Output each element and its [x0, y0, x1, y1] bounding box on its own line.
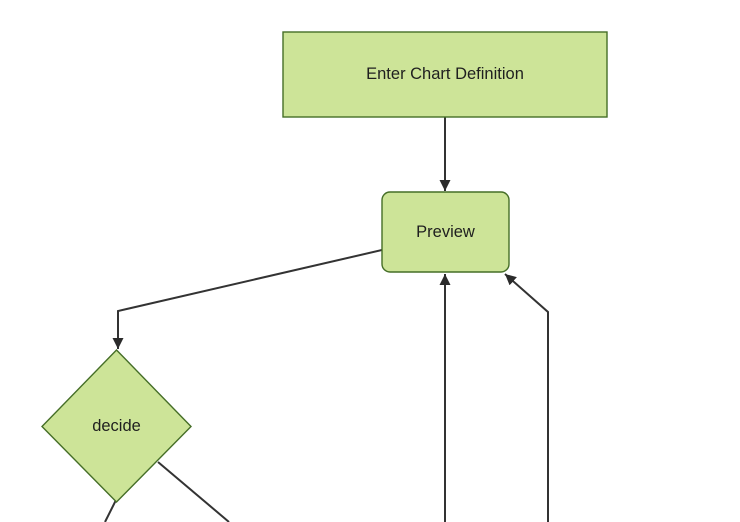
edge-preview-to-decide	[112, 249, 383, 349]
edge-decide-to-offscreen-right	[157, 461, 230, 522]
node-preview	[381, 191, 510, 273]
node-enter-chart-definition	[282, 31, 608, 118]
node-decide	[41, 348, 192, 503]
edge-offscreen-to-preview-diagonal	[504, 273, 549, 522]
edge-decide-to-offscreen-left	[104, 499, 117, 522]
